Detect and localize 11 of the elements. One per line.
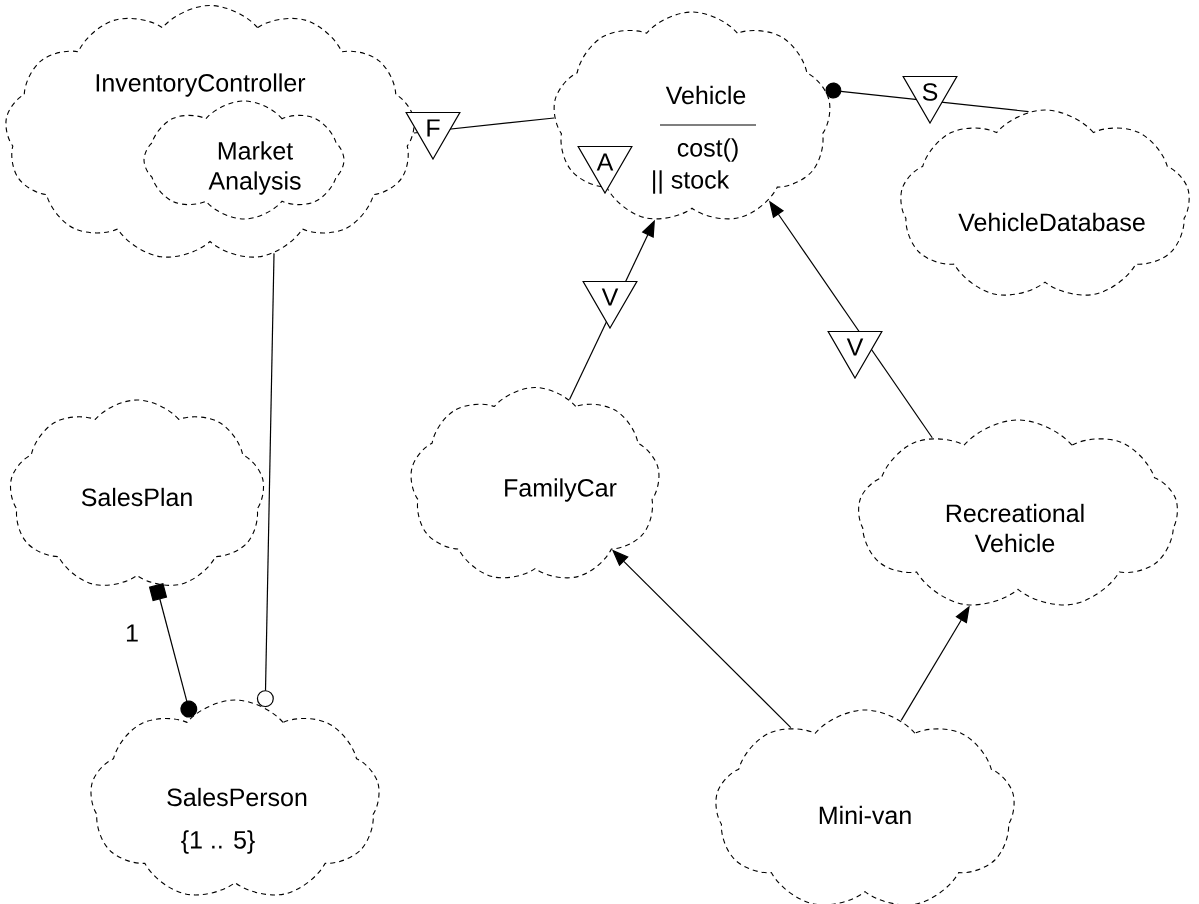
class-cloud: Market Analysis	[143, 100, 345, 220]
class-cloud: Vehicle A cost() || stock	[553, 11, 831, 220]
class-cloud: SalesPlan	[9, 399, 265, 586]
class-cloud: FamilyCar	[410, 386, 660, 579]
connector	[825, 82, 1030, 113]
edge-label: 1	[124, 623, 140, 643]
class-cloud: VehicleDatabase	[900, 109, 1190, 296]
class-cloud: SalesPerson {1 .. 5}	[90, 699, 380, 896]
class-cloud: Mini-van	[715, 709, 1015, 904]
class-cloud: Recreational Vehicle	[858, 419, 1178, 606]
connector	[256, 252, 275, 708]
